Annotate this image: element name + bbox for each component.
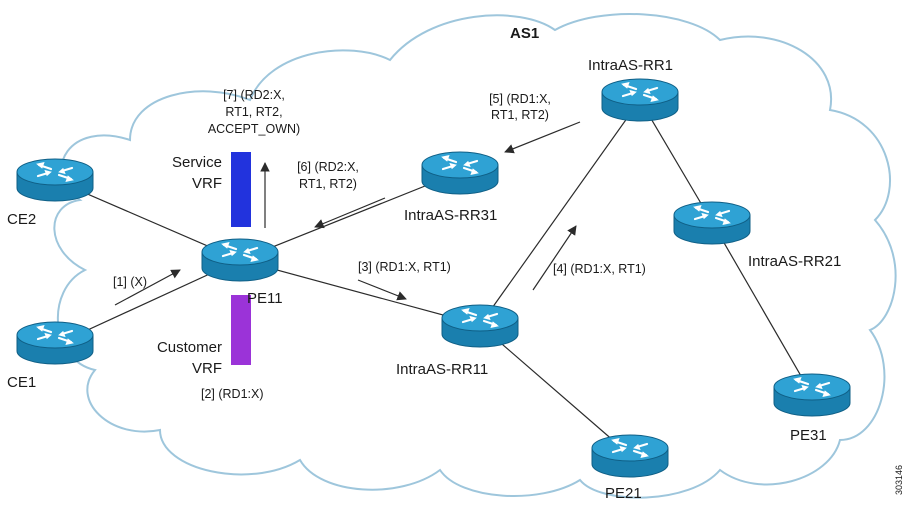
link-rr11-rr1 <box>479 99 641 326</box>
step4-label: [4] (RD1:X, RT1) <box>553 262 646 276</box>
service-vrf-bar <box>231 152 251 227</box>
router-ce2 <box>15 157 95 203</box>
link-pe11-rr31 <box>239 171 461 261</box>
step6-label-line2: RT1, RT2) <box>299 177 357 191</box>
step7-label-line1: [7] (RD2:X, <box>223 88 285 102</box>
step7-label-line3: ACCEPT_OWN) <box>208 122 300 136</box>
label-pe31: PE31 <box>790 427 827 444</box>
step7-label-line2: RT1, RT2, <box>225 105 282 119</box>
step5-label-line2: RT1, RT2) <box>491 108 549 122</box>
label-ce1: CE1 <box>7 374 36 391</box>
as1-cloud <box>53 12 897 499</box>
label-pe21: PE21 <box>605 485 642 502</box>
label-pe11: PE11 <box>247 290 283 307</box>
link-rr21-pe31 <box>711 221 813 396</box>
label-intraas-rr21: IntraAS-RR21 <box>748 253 841 270</box>
link-pe11-rr11 <box>239 259 481 326</box>
label-ce2: CE2 <box>7 211 36 228</box>
step2-label: [2] (RD1:X) <box>201 387 264 401</box>
router-pe21 <box>590 433 670 479</box>
service-vrf-line2: VRF <box>192 175 222 192</box>
step1-arrow <box>114 269 181 306</box>
router-pe11 <box>200 237 280 283</box>
figure-id: 303146 <box>894 465 904 495</box>
step6-arrow <box>314 197 386 229</box>
customer-vrf-line1: Customer <box>157 339 222 356</box>
router-intraas-rr31 <box>420 150 500 196</box>
service-vrf-line1: Service <box>172 154 222 171</box>
step6-label-line1: [6] (RD2:X, <box>297 160 359 174</box>
step4-arrow <box>532 225 577 291</box>
step3-arrow <box>357 279 407 301</box>
customer-vrf-line2: VRF <box>192 360 222 377</box>
step1-label: [1] (X) <box>113 275 147 289</box>
customer-vrf-bar <box>231 295 251 365</box>
label-intraas-rr11: IntraAS-RR11 <box>396 361 488 378</box>
step5-label-line1: [5] (RD1:X, <box>489 92 551 106</box>
step5-arrow <box>504 121 581 154</box>
router-intraas-rr11 <box>440 303 520 349</box>
label-intraas-rr31: IntraAS-RR31 <box>404 207 497 224</box>
router-intraas-rr1 <box>600 77 680 123</box>
router-pe31 <box>772 372 852 418</box>
router-ce1 <box>15 320 95 366</box>
link-rr11-pe21 <box>479 324 631 456</box>
router-intraas-rr21 <box>672 200 752 246</box>
step3-label: [3] (RD1:X, RT1) <box>358 260 451 274</box>
label-intraas-rr1: IntraAS-RR1 <box>588 57 673 74</box>
as1-label: AS1 <box>510 25 539 42</box>
